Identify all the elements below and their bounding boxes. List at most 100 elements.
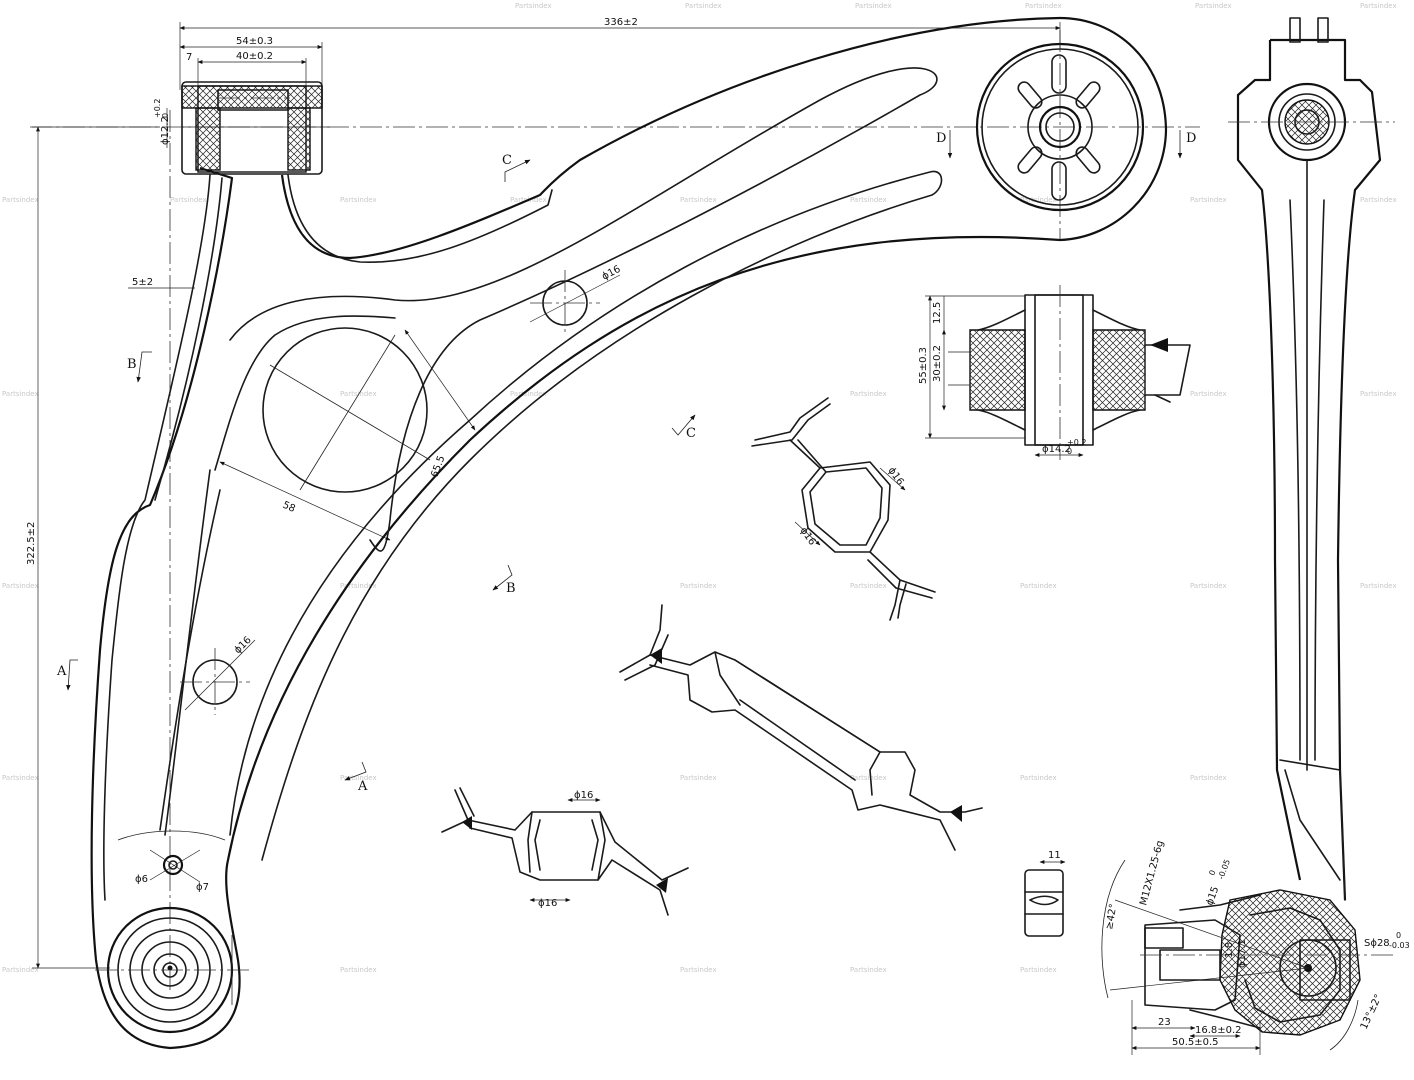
svg-text:B: B: [506, 581, 516, 596]
section-marker-b-upper: B: [127, 351, 152, 383]
dim-ball-15: ϕ15: [1204, 885, 1221, 907]
watermark: Partsindex: [1190, 774, 1227, 782]
svg-text:C: C: [502, 153, 512, 168]
front-bushing-section: [181, 81, 330, 175]
dim-section-16d: ϕ16: [538, 898, 557, 909]
watermark: Partsindex: [515, 2, 552, 10]
dim-bush-length: 54±0.3: [236, 36, 273, 47]
web-opening-upper: [229, 67, 938, 552]
watermark: Partsindex: [1360, 2, 1397, 10]
dim-thread: M12X1.25-6g: [1138, 839, 1166, 906]
ball-joint-section: M12X1.25-6g ϕ15 0 -0.05 ϕ17.1 1:8 ≥42° S…: [1101, 839, 1410, 1055]
section-marker-d-right: D: [1177, 130, 1196, 159]
hole-6: [162, 854, 184, 876]
watermark: Partsindex: [340, 582, 377, 590]
watermark: Partsindex: [340, 966, 377, 974]
watermark: Partsindex: [1360, 196, 1397, 204]
watermark: Partsindex: [2, 196, 39, 204]
dim-section-16b: ϕ16: [798, 525, 818, 547]
watermark: Partsindex: [1025, 2, 1062, 10]
watermark: Partsindex: [855, 2, 892, 10]
ball-joint-housing-top: [95, 906, 250, 1034]
hole-6-dim-line: [149, 849, 201, 881]
dim-bush-bore: ϕ12.2: [160, 116, 171, 145]
watermark: Partsindex: [1020, 196, 1057, 204]
svg-text:A: A: [56, 664, 67, 679]
watermark: Partsindex: [850, 774, 887, 782]
hole-6-dim-line: [149, 849, 201, 883]
watermark: Partsindex: [1195, 2, 1232, 10]
watermark: Partsindex: [1020, 582, 1057, 590]
dim-sphere: Sϕ28: [1364, 938, 1390, 949]
arm-flange-line: [103, 174, 211, 901]
dim-section-16c: ϕ16: [574, 790, 593, 801]
watermark: Partsindex: [1020, 966, 1057, 974]
cutout-dim-line: [219, 461, 391, 541]
cutout-axis: [269, 364, 431, 461]
dim-bush-bore-tol-lower: 0: [161, 113, 170, 118]
watermark: Partsindex: [680, 582, 717, 590]
web-opening-lower: [164, 315, 396, 836]
watermark: Partsindex: [850, 390, 887, 398]
section-marker-c-lower: C: [671, 414, 696, 441]
section-marker-a-lower: A: [344, 761, 368, 794]
section-profile-lower: ϕ16 ϕ16: [441, 787, 689, 916]
watermark: Partsindex: [1190, 582, 1227, 590]
dim-hole-7: ϕ7: [196, 882, 209, 893]
arm-top-rail: [287, 174, 553, 264]
dim-hole-6: ϕ6: [135, 874, 148, 885]
section-profile-upper: ϕ16 ϕ16: [751, 397, 936, 621]
dim-sphere-tol: -0.03: [1389, 941, 1410, 950]
dim-offset-5: 5±2: [132, 277, 153, 288]
watermark: Partsindex: [340, 390, 377, 398]
dim-ball-17: ϕ17.1: [1237, 939, 1248, 968]
watermark: Partsindex: [2, 774, 39, 782]
watermark: Partsindex: [2, 390, 39, 398]
dim-vertical-height: 322.5±2: [26, 522, 37, 565]
dim-angle-42: ≥42°: [1104, 903, 1119, 931]
section-profile-middle: [619, 604, 983, 851]
watermark: Partsindex: [1020, 774, 1057, 782]
lightening-hole: [262, 327, 428, 493]
watermark: Partsindex: [340, 774, 377, 782]
watermark: Partsindex: [2, 582, 39, 590]
control-arm-side-view: [1228, 17, 1395, 901]
section-marker-a-upper: A: [56, 659, 78, 691]
watermark: Partsindex: [1190, 196, 1227, 204]
watermark: Partsindex: [680, 966, 717, 974]
watermark: Partsindex: [340, 196, 377, 204]
watermark: Partsindex: [2, 966, 39, 974]
dim-bush2-bore-tol-lower: 0: [1067, 447, 1072, 456]
watermark-layer: Partsindex Partsindex Partsindex Partsin…: [2, 2, 1397, 974]
svg-text:D: D: [936, 131, 946, 146]
dim-len-16-8: 16.8±0.2: [1195, 1025, 1242, 1036]
watermark: Partsindex: [680, 774, 717, 782]
watermark: Partsindex: [1360, 582, 1397, 590]
dim-bush-offset: 7: [186, 52, 192, 63]
dim-bush2-bore-tol: +0.2: [1067, 438, 1086, 447]
dim-bush-bore-tol: +0.2: [153, 99, 162, 118]
watermark: Partsindex: [170, 196, 207, 204]
dim-cutout-58: 58: [281, 500, 297, 515]
svg-text:C: C: [686, 426, 696, 441]
section-marker-c-upper: C: [502, 153, 531, 182]
cutout-axis: [299, 334, 396, 491]
hole-dim-line: [184, 639, 256, 711]
svg-text:B: B: [127, 357, 137, 372]
svg-text:D: D: [1186, 131, 1196, 146]
hole-6-arc: [117, 830, 226, 841]
dim-hole-16-lower: ϕ16: [232, 635, 253, 656]
dim-ball-15-tol: -0.05: [1216, 858, 1232, 881]
hole-dim-line: [529, 274, 621, 323]
watermark: Partsindex: [680, 196, 717, 204]
dim-sphere-tol-upper: 0: [1396, 931, 1401, 940]
watermark: Partsindex: [850, 966, 887, 974]
dim-bush2-top: 12.5: [932, 302, 943, 324]
watermark: Partsindex: [850, 196, 887, 204]
arm-flange-line-2: [154, 177, 223, 501]
dim-taper: 1:8: [1224, 942, 1235, 958]
watermark: Partsindex: [850, 582, 887, 590]
watermark: Partsindex: [510, 390, 547, 398]
dim-bush2-bore: ϕ14.2: [1042, 444, 1071, 455]
